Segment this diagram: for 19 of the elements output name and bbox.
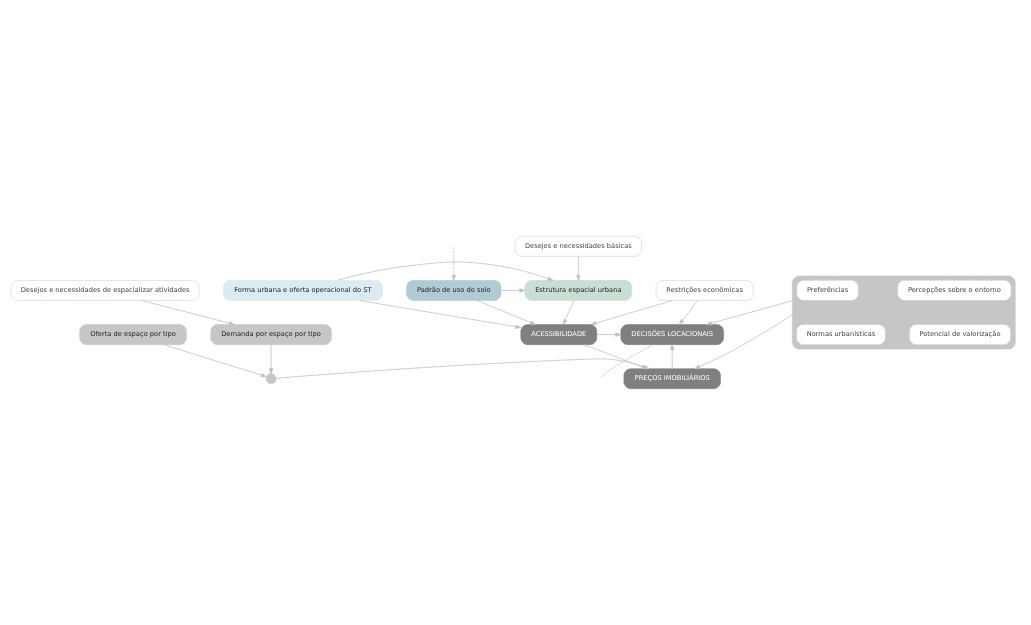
- arrow: [268, 344, 274, 375]
- arrow: [679, 300, 698, 325]
- arrow: [141, 300, 235, 326]
- arrow: [706, 300, 793, 326]
- arrow: [694, 314, 793, 369]
- arrow: [359, 300, 522, 329]
- arrow: [596, 332, 622, 337]
- arrow: [562, 300, 575, 325]
- arrow: [476, 300, 536, 325]
- arrow: [590, 300, 673, 326]
- arrow: [670, 344, 675, 369]
- node-circle: [265, 373, 277, 384]
- cluster: [792, 275, 1016, 350]
- arrow: [576, 256, 581, 281]
- arrow: [163, 344, 267, 378]
- arrow: [451, 246, 456, 281]
- arrow: [500, 288, 526, 293]
- connector: [599, 344, 654, 379]
- arrow: [336, 261, 554, 281]
